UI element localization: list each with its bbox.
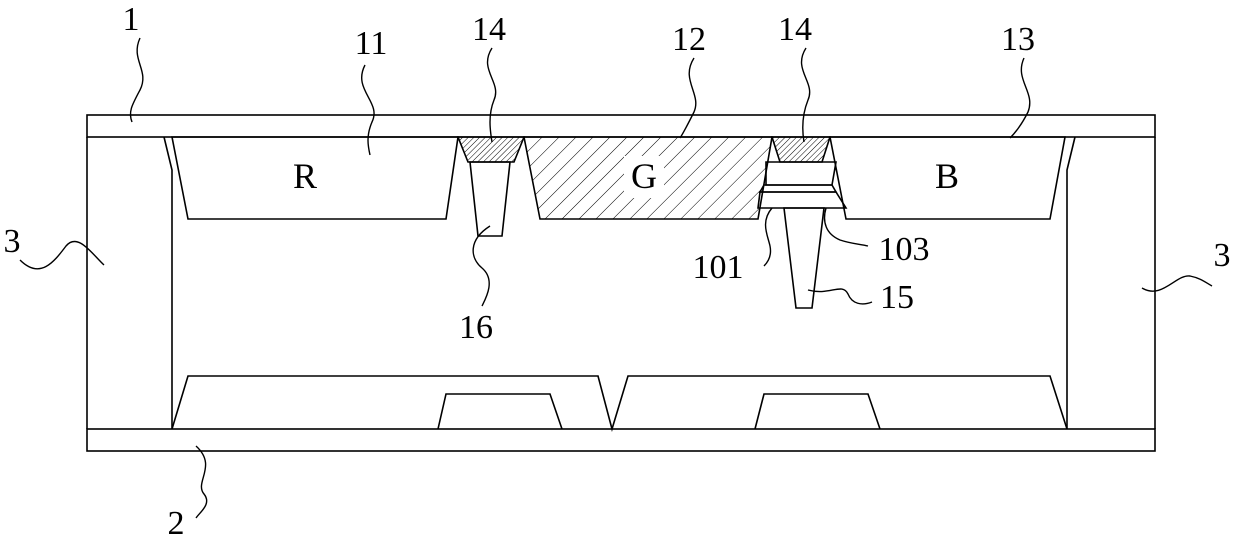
spacer-aux — [470, 162, 510, 236]
sealant-left — [87, 137, 172, 429]
stack-layer-middle — [760, 185, 836, 192]
label-lower-substrate: 2 — [168, 505, 185, 542]
upper-substrate — [87, 115, 1155, 137]
spacer-main — [784, 208, 824, 308]
leader-15 — [808, 289, 872, 304]
label-sealant-left: 3 — [4, 223, 21, 260]
leader-12 — [680, 58, 696, 138]
leader-3-right — [1142, 276, 1212, 291]
red-subpixel-label: R — [293, 156, 317, 196]
black-matrix-right — [772, 137, 830, 162]
stack-layer-103 — [758, 192, 846, 208]
leader-103 — [825, 208, 868, 246]
lower-structures — [172, 376, 1067, 429]
leader-14a — [488, 48, 496, 142]
black-matrix-left — [458, 137, 524, 162]
label-spacer-aux: 16 — [459, 309, 493, 346]
leader-13 — [1010, 58, 1030, 138]
leader-3-left — [20, 241, 104, 268]
leader-101 — [764, 208, 772, 266]
label-sealant-right: 3 — [1214, 237, 1231, 274]
label-black-matrix-2: 14 — [778, 11, 812, 48]
label-stack-layer-103: 103 — [879, 231, 930, 268]
leader-2 — [196, 446, 207, 518]
leader-14b — [802, 48, 810, 142]
label-upper-substrate: 1 — [123, 1, 140, 38]
leader-1 — [130, 38, 142, 122]
label-spacer-main: 15 — [880, 279, 914, 316]
leader-11 — [362, 65, 374, 155]
label-blue-filter: 13 — [1001, 21, 1035, 58]
green-subpixel-label: G — [631, 156, 657, 196]
sealant-right — [1067, 137, 1155, 429]
blue-subpixel-label: B — [935, 156, 959, 196]
label-green-filter: 12 — [672, 21, 706, 58]
stack-layer-101 — [766, 162, 836, 185]
label-black-matrix-1: 14 — [472, 11, 506, 48]
lower-substrate — [87, 429, 1155, 451]
label-stack-layer-101: 101 — [693, 249, 744, 286]
label-red-filter: 11 — [355, 25, 388, 62]
leader-16 — [473, 226, 490, 306]
